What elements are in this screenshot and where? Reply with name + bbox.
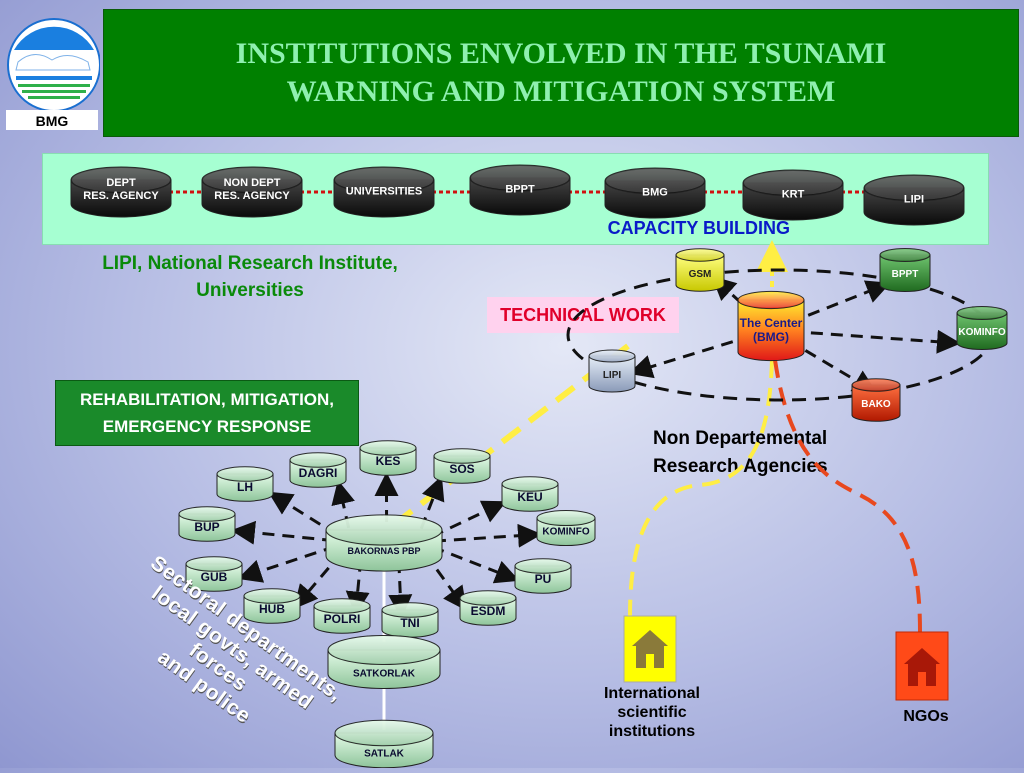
technical-node-bako: BAKO <box>852 379 900 421</box>
bakornas-node-pu: PU <box>515 559 571 594</box>
technical-center-bmg-label: (BMG) <box>753 330 789 344</box>
capacity-node-lipi: LIPI <box>864 175 964 225</box>
bakornas-node-dagri-label: DAGRI <box>299 466 338 480</box>
bakornas-spoke <box>434 535 536 542</box>
capacity-node-bppt-label: BPPT <box>505 184 535 196</box>
bakornas-node-dagri: DAGRI <box>290 453 346 488</box>
capacity-node-dept-label: RES. AGENCY <box>83 190 159 202</box>
technical-node-bako-label: BAKO <box>861 399 891 410</box>
capacity-node-bppt: BPPT <box>470 165 570 215</box>
capacity-node-universities: UNIVERSITIES <box>334 167 434 217</box>
bakornas-node-tni: TNI <box>382 603 438 638</box>
bakornas-node-bup-label: BUP <box>194 520 219 534</box>
bakornas-node-keu-label: KEU <box>517 490 542 504</box>
bakornas-center: BAKORNAS PBP <box>326 515 442 571</box>
bakornas-node-hub-label: HUB <box>259 602 285 616</box>
bakornas-node-polri-label: POLRI <box>324 612 361 626</box>
bakornas-node-kes-label: KES <box>376 454 401 468</box>
bakornas-node-gub-label: GUB <box>201 570 228 584</box>
capacity-node-non-dept-label: RES. AGENCY <box>214 190 290 202</box>
bakornas-node-bup: BUP <box>179 507 235 542</box>
satlak-node-label: SATLAK <box>364 748 405 759</box>
bakornas-node-sos-label: SOS <box>449 462 474 476</box>
technical-center-bmg-label: The Center <box>740 316 803 330</box>
satkorlak-node-label: SATKORLAK <box>353 668 416 679</box>
bakornas-node-lh: LH <box>217 467 273 502</box>
capacity-node-non-dept-label: NON DEPT <box>224 177 281 189</box>
capacity-node-krt-label: KRT <box>782 189 805 201</box>
capacity-node-dept-label: DEPT <box>106 177 136 189</box>
bakornas-node-keu: KEU <box>502 477 558 512</box>
capacity-node-bmg-label: BMG <box>642 187 668 199</box>
satkorlak-node: SATKORLAK <box>328 635 440 688</box>
bakornas-center-label: BAKORNAS PBP <box>347 546 420 556</box>
technical-center-bmg: The Center(BMG) <box>738 291 804 360</box>
bakornas-node-pu-label: PU <box>535 572 552 586</box>
capacity-node-krt: KRT <box>743 170 843 220</box>
technical-node-kominfo-label: KOMINFO <box>958 327 1005 338</box>
capacity-node-lipi-label: LIPI <box>904 194 924 206</box>
bakornas-node-esdm-label: ESDM <box>471 604 506 618</box>
bakornas-spoke <box>243 546 335 577</box>
bakornas-node-sos: SOS <box>434 449 490 484</box>
bakornas-spoke <box>432 547 513 579</box>
bakornas-node-kes: KES <box>360 441 416 476</box>
technical-node-lipi: LIPI <box>589 350 635 392</box>
technical-node-gsm: GSM <box>676 249 724 291</box>
technical-node-bppt: BPPT <box>880 249 930 292</box>
satlak-node: SATLAK <box>335 720 433 767</box>
technical-node-gsm-label: GSM <box>689 269 712 280</box>
capacity-node-universities-label: UNIVERSITIES <box>346 186 422 198</box>
bakornas-node-polri: POLRI <box>314 599 370 634</box>
bakornas-node-lh-label: LH <box>237 480 253 494</box>
bakornas-spoke <box>237 531 334 541</box>
bakornas-node-kominfo-label: KOMINFO <box>542 526 589 537</box>
international-house-icon <box>624 616 676 682</box>
technical-node-kominfo: KOMINFO <box>957 307 1007 350</box>
technical-node-bppt-label: BPPT <box>892 269 919 280</box>
bakornas-node-kominfo: KOMINFO <box>537 510 595 545</box>
bakornas-node-tni-label: TNI <box>400 616 419 630</box>
ngo-house-icon <box>896 632 948 700</box>
technical-node-lipi-label: LIPI <box>603 370 622 381</box>
bakornas-node-esdm: ESDM <box>460 591 516 626</box>
technical-nodes: GSM BPPT KOMINFO BAKO LIPI The Center(BMG) <box>589 249 1007 422</box>
capacity-node-bmg: BMG <box>605 168 705 218</box>
